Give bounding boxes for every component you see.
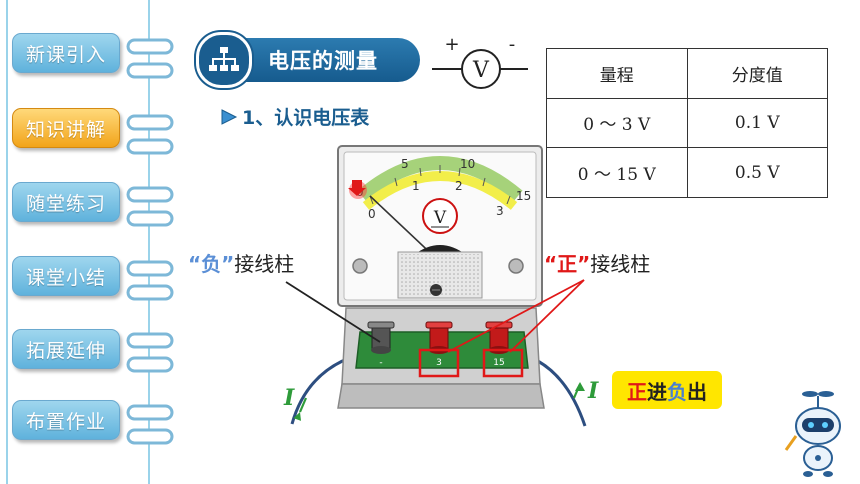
mount-screw	[352, 258, 368, 274]
highlight-box-15	[482, 348, 524, 378]
triangle-bullet-icon	[221, 108, 238, 125]
table-cell: 0 ～ 3 V	[546, 97, 688, 149]
table-cell: 0.5 V	[686, 147, 828, 198]
current-label-left: I	[283, 385, 295, 411]
nav-item-practice[interactable]: 随堂练习	[12, 182, 120, 222]
scale-bottom-label: 0	[368, 207, 376, 221]
notebook-line	[6, 0, 8, 484]
table-row: 0 ～ 15 V 0.5 V	[546, 147, 828, 198]
scale-bottom-label: 1	[412, 179, 420, 193]
red-pointer-icon	[348, 180, 366, 196]
terminal-label: -	[379, 358, 382, 368]
table-header: 量程	[546, 48, 688, 99]
positive-pointer-line	[509, 279, 585, 353]
table-row: 量程 分度值	[546, 48, 828, 99]
range-table: 量程 分度值 0 ～ 3 V 0.1 V 0 ～ 15 V 0.5 V	[546, 48, 828, 198]
current-arrow-left	[298, 397, 308, 413]
terminal-label: 3	[436, 358, 442, 368]
table-cell: 0.1 V	[686, 97, 828, 149]
scale-top-label: 10	[460, 157, 475, 171]
positive-pointer-line	[447, 279, 585, 353]
table-header: 分度值	[686, 48, 828, 99]
nav-item-intro[interactable]: 新课引入	[12, 33, 120, 73]
notebook-line	[148, 0, 150, 484]
negative-pointer-line	[285, 281, 381, 343]
nav-item-homework[interactable]: 布置作业	[12, 400, 120, 440]
section-header: 电压的测量	[196, 32, 420, 88]
highlight-box-3	[418, 348, 460, 378]
robot-mascot-icon	[784, 391, 841, 477]
scale-bottom-label: 3	[496, 204, 504, 218]
current-label-right: I	[587, 378, 599, 404]
scale-bottom-label: 2	[455, 179, 463, 193]
terminal-negative	[367, 321, 395, 354]
nav-item-summary[interactable]: 课堂小结	[12, 256, 120, 296]
scale-top-label: 5	[401, 157, 409, 171]
table-cell: 0 ～ 15 V	[546, 147, 688, 198]
nav-item-extension[interactable]: 拓展延伸	[12, 329, 120, 369]
scale-top-label: 15	[516, 189, 531, 203]
mount-screw	[508, 258, 524, 274]
terminal-label: 15	[493, 358, 504, 368]
sub-title-text: 1、认识电压表	[242, 107, 370, 129]
negative-terminal-label: “负”接线柱	[188, 252, 295, 276]
unit-badge	[422, 198, 458, 234]
rule-tag: 正进负出	[612, 371, 722, 409]
positive-terminal-label: “正”接线柱	[544, 252, 651, 276]
nav-item-knowledge[interactable]: 知识讲解	[12, 108, 120, 148]
table-row: 0 ～ 3 V 0.1 V	[546, 97, 828, 149]
sub-title: 1、认识电压表	[220, 103, 369, 130]
section-title: 电压的测量	[268, 49, 378, 73]
hierarchy-icon	[196, 32, 252, 88]
unit-letter: V	[433, 208, 447, 228]
